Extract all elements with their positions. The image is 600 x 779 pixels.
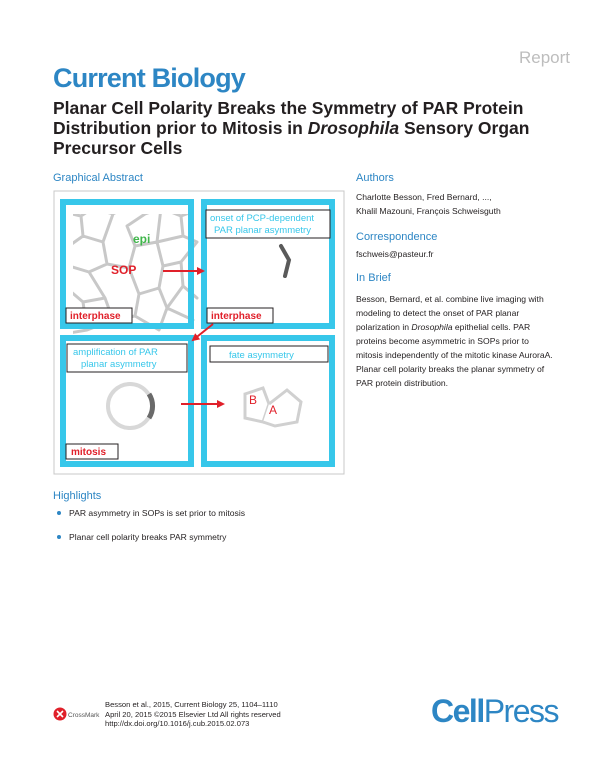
report-label: Report (518, 48, 570, 67)
correspondence-heading: Correspondence (356, 231, 438, 243)
panel-fate-asymmetry: fate asymmetry B A (201, 335, 335, 467)
authors-list: Charlotte Besson, Fred Bernard, ..., Kha… (356, 190, 566, 218)
sop-label: SOP (111, 263, 136, 277)
highlight-item: Planar cell polarity breaks PAR symmetry (57, 532, 226, 542)
amplified-crescent (146, 392, 155, 420)
bullet-icon (57, 511, 61, 515)
par-crescent (279, 244, 292, 278)
correspondence-email[interactable]: fschweis@pasteur.fr (356, 249, 434, 259)
citation-footer: Besson et al., 2015, Current Biology 25,… (105, 700, 281, 729)
publisher-cell: Cell (431, 693, 485, 729)
graphical-abstract-heading: Graphical Abstract (53, 172, 143, 184)
article-title: Planar Cell Polarity Breaks the Symmetry… (53, 98, 553, 158)
figure-border (53, 190, 345, 475)
brief-italic: Drosophila (411, 322, 453, 332)
panel2-stage-label: interphase (211, 311, 262, 322)
cell-b-label: B (249, 393, 257, 407)
highlights-heading: Highlights (53, 490, 102, 502)
arrow-panel2-to-panel3 (191, 323, 214, 342)
highlight-item: PAR asymmetry in SOPs is set prior to mi… (57, 508, 245, 518)
highlight-text: PAR asymmetry in SOPs is set prior to mi… (69, 508, 246, 518)
footer-citation: Besson et al., 2015, Current Biology 25,… (105, 700, 278, 709)
bullet-icon (57, 535, 61, 539)
panel1-stage-label: interphase (70, 311, 121, 322)
panel2-caption-line1: onset of PCP-dependent (210, 213, 314, 224)
title-part2: Sensory Organ Precursor Cells (53, 118, 530, 158)
brief-part2: epithelial cells. PAR proteins become as… (356, 322, 553, 388)
title-italic: Drosophila (307, 118, 400, 138)
highlight-text: Planar cell polarity breaks PAR symmetry (69, 532, 227, 542)
panel3-stage-label: mitosis (71, 447, 106, 458)
crossmark-text: CrossMark (68, 712, 100, 719)
journal-name: Current Biology (53, 63, 246, 93)
panel-interphase-sop: epi SOP interphase (60, 199, 199, 336)
authors-heading: Authors (356, 172, 394, 184)
cell-a-label: A (269, 403, 277, 417)
in-brief-heading: In Brief (356, 272, 391, 284)
brief-part1: Besson, Bernard, et al. combine live ima… (356, 294, 544, 332)
panel3-caption-line2: planar asymmetry (81, 359, 157, 370)
title-part1: Planar Cell Polarity Breaks the Symmetry… (53, 98, 524, 138)
panel-onset-asymmetry: onset of PCP-dependent PAR planar asymme… (201, 199, 335, 329)
authors-line2: Khalil Mazouni, François Schweisguth (356, 206, 501, 216)
authors-line1: Charlotte Besson, Fred Bernard, ..., (356, 192, 492, 202)
graphical-abstract-figure: epi SOP interphase onset of PCP-dependen… (53, 190, 345, 475)
panel-amplification: amplification of PAR planar asymmetry mi… (60, 335, 194, 467)
epi-label: epi (133, 232, 150, 246)
panel2-caption-line2: PAR planar asymmetry (214, 225, 311, 236)
cellpress-logo: CellPress (431, 693, 560, 730)
crossmark-logo[interactable]: CrossMark (53, 706, 105, 722)
footer-copyright: April 20, 2015 ©2015 Elsevier Ltd All ri… (105, 709, 281, 719)
publisher-press: Press (483, 693, 560, 729)
footer-doi-link[interactable]: http://dx.doi.org/10.1016/j.cub.2015.02.… (105, 719, 250, 728)
panel3-caption-line1: amplification of PAR (73, 347, 158, 358)
panel4-caption: fate asymmetry (229, 350, 294, 361)
in-brief-text: Besson, Bernard, et al. combine live ima… (356, 292, 554, 390)
